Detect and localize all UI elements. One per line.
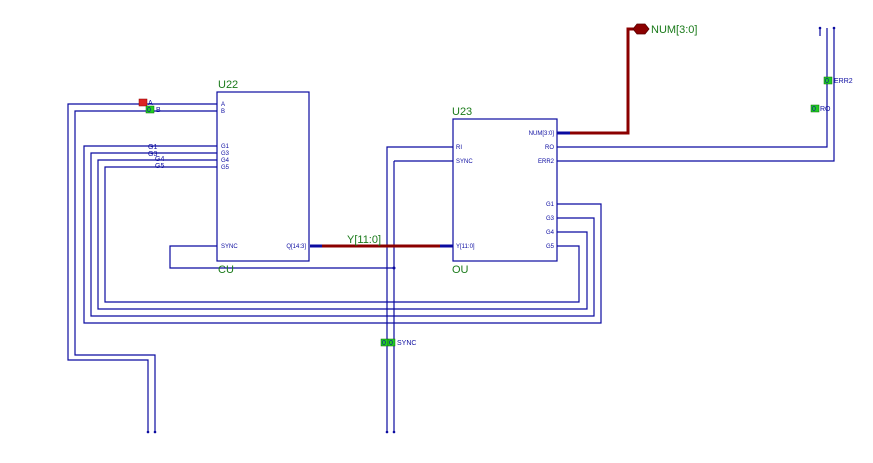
wire-end-err2 bbox=[832, 26, 836, 30]
wire-b[interactable] bbox=[74, 110, 217, 432]
net-label-g4: G4 bbox=[155, 156, 164, 163]
svg-text:0: 0 bbox=[812, 106, 816, 113]
u23-pin-ro: RO bbox=[545, 145, 554, 151]
svg-text:A: A bbox=[148, 100, 153, 107]
u23-pin-ri: RI bbox=[456, 145, 462, 151]
block-u22[interactable] bbox=[216, 91, 310, 262]
wire-ri[interactable] bbox=[386, 146, 453, 432]
u22-ref: U22 bbox=[218, 79, 238, 91]
svg-text:0: 0 bbox=[389, 340, 393, 347]
bus-num[interactable] bbox=[557, 27, 643, 135]
net-label-g5: G5 bbox=[155, 163, 164, 170]
u22-pin-a: A bbox=[221, 102, 225, 108]
u22-pin-g4: G4 bbox=[221, 158, 230, 164]
net-label-num: NUM[3:0] bbox=[651, 24, 697, 36]
wire-end-a bbox=[146, 430, 150, 434]
wire-end-b bbox=[153, 430, 157, 434]
u22-pin-g1: G1 bbox=[221, 144, 230, 150]
u22-pin-q: Q[14:3] bbox=[286, 244, 306, 250]
wire-sync-vertical[interactable] bbox=[393, 160, 453, 432]
u22-pin-g3: G3 bbox=[221, 151, 230, 157]
svg-text:SYNC: SYNC bbox=[397, 340, 416, 347]
wire-a[interactable] bbox=[67, 103, 217, 432]
u23-pin-sync: SYNC bbox=[456, 159, 473, 165]
svg-text:RO: RO bbox=[820, 106, 831, 113]
io-marker-sync[interactable]: 0 0 SYNC bbox=[380, 338, 416, 347]
u23-ref: U23 bbox=[452, 106, 472, 118]
u23-pin-g1: G1 bbox=[546, 202, 555, 208]
wire-end-ri bbox=[385, 430, 389, 434]
wire-err2[interactable] bbox=[557, 28, 835, 162]
u22-name: CU bbox=[218, 264, 234, 276]
svg-text:0: 0 bbox=[382, 340, 386, 347]
u23-pin-g3: G3 bbox=[546, 216, 555, 222]
u22-pin-b: B bbox=[221, 109, 225, 115]
u22-pin-g5: G5 bbox=[221, 165, 230, 171]
svg-text:ERR2: ERR2 bbox=[834, 78, 853, 85]
port-num-icon[interactable] bbox=[632, 23, 650, 35]
wire-g3[interactable] bbox=[90, 152, 595, 317]
wire-g4[interactable] bbox=[97, 159, 588, 310]
u22-pin-sync: SYNC bbox=[221, 244, 238, 250]
io-marker-err2[interactable]: 0 ERR2 bbox=[823, 76, 853, 85]
wire-g5[interactable] bbox=[104, 166, 580, 303]
io-marker-ro[interactable]: 0 RO bbox=[810, 104, 831, 113]
net-label-y: Y[11:0] bbox=[347, 234, 381, 246]
net-label-g1: G1 bbox=[148, 144, 157, 151]
u23-pin-err2: ERR2 bbox=[538, 159, 555, 165]
svg-text:0: 0 bbox=[147, 107, 151, 114]
wire-g1[interactable] bbox=[83, 145, 602, 324]
svg-text:0: 0 bbox=[825, 78, 829, 85]
io-marker-b[interactable]: 0 B bbox=[145, 105, 161, 114]
u23-name: OU bbox=[452, 264, 469, 276]
wire-ro[interactable] bbox=[557, 28, 828, 148]
u23-pin-g5: G5 bbox=[546, 244, 555, 250]
u23-pin-y: Y[11:0] bbox=[456, 244, 475, 250]
wire-u22-sync[interactable] bbox=[169, 245, 394, 269]
u23-pin-g4: G4 bbox=[546, 230, 555, 236]
svg-text:B: B bbox=[156, 107, 161, 114]
net-label-g3: G3 bbox=[148, 151, 157, 158]
u23-pin-num: NUM[3:0] bbox=[529, 131, 555, 137]
block-u23[interactable] bbox=[452, 118, 558, 262]
junction-sync bbox=[392, 266, 396, 270]
wire-end-sync bbox=[392, 430, 396, 434]
io-marker-a[interactable]: A bbox=[138, 98, 153, 107]
